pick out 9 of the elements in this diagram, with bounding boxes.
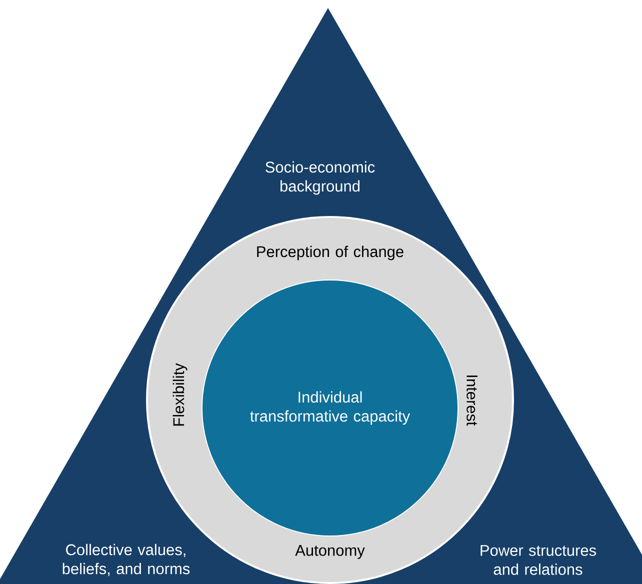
inner-circle bbox=[202, 280, 458, 536]
node-text: Autonomy bbox=[295, 545, 365, 559]
node-text: Power structures and relations bbox=[480, 545, 596, 575]
node-text: Collective values, beliefs, and norms bbox=[62, 544, 190, 576]
node-text: Flexibility bbox=[172, 363, 188, 426]
node-text: Socio-economic background bbox=[266, 161, 375, 195]
node-text: Individual transformative capacity bbox=[250, 391, 410, 425]
node-text: Interest bbox=[466, 376, 478, 426]
node-text: Perception of change bbox=[257, 246, 404, 260]
